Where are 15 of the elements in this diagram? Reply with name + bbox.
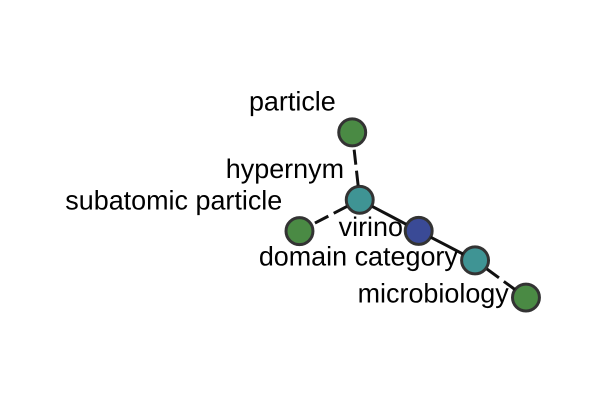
node-label: microbiology: [357, 278, 508, 309]
connector: [429, 236, 464, 256]
node-label: domain category: [258, 241, 458, 272]
node-label: subatomic particle: [64, 185, 282, 216]
node-circle: [510, 282, 540, 313]
node-circle: [460, 245, 490, 276]
node-circle: [403, 216, 434, 246]
node-label: hypernym: [225, 154, 344, 184]
node-label: virino: [338, 212, 402, 242]
node-label: particle: [248, 86, 336, 117]
connector: [371, 205, 406, 226]
connector: [486, 268, 516, 291]
node-circle: [284, 216, 314, 246]
node-circle: [336, 117, 367, 148]
node-circle: [344, 184, 374, 215]
